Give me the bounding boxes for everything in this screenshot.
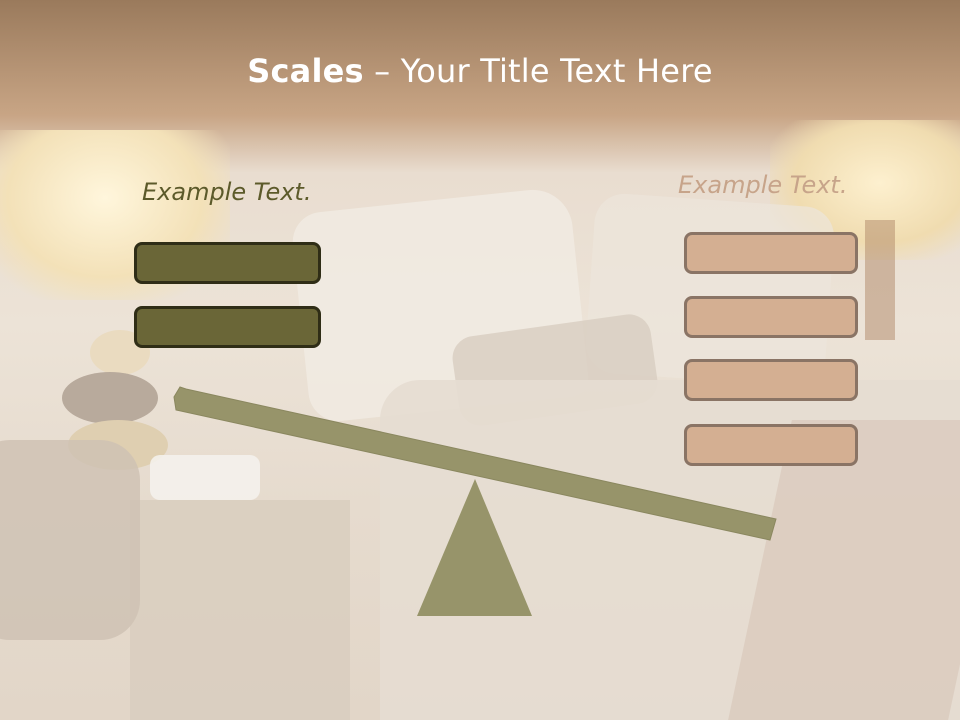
- telephone: [150, 455, 260, 500]
- left-example-text[interactable]: Example Text.: [142, 178, 312, 206]
- scale-fulcrum[interactable]: [417, 479, 532, 616]
- right-text-box[interactable]: [684, 296, 858, 338]
- right-text-box[interactable]: [684, 232, 858, 274]
- right-text-box[interactable]: [684, 359, 858, 401]
- right-text-box[interactable]: [684, 424, 858, 466]
- title-bold: Scales: [247, 52, 364, 90]
- nightstand: [130, 500, 350, 720]
- scale-beam[interactable]: [173, 386, 777, 541]
- slide-title[interactable]: Scales – Your Title Text Here: [0, 52, 960, 90]
- lamp-base-stone: [62, 372, 158, 424]
- left-text-box[interactable]: [134, 242, 321, 284]
- title-rest: – Your Title Text Here: [363, 52, 713, 90]
- chair: [0, 440, 140, 640]
- bedpost: [865, 220, 895, 340]
- right-example-text[interactable]: Example Text.: [678, 171, 848, 199]
- left-text-box[interactable]: [134, 306, 321, 348]
